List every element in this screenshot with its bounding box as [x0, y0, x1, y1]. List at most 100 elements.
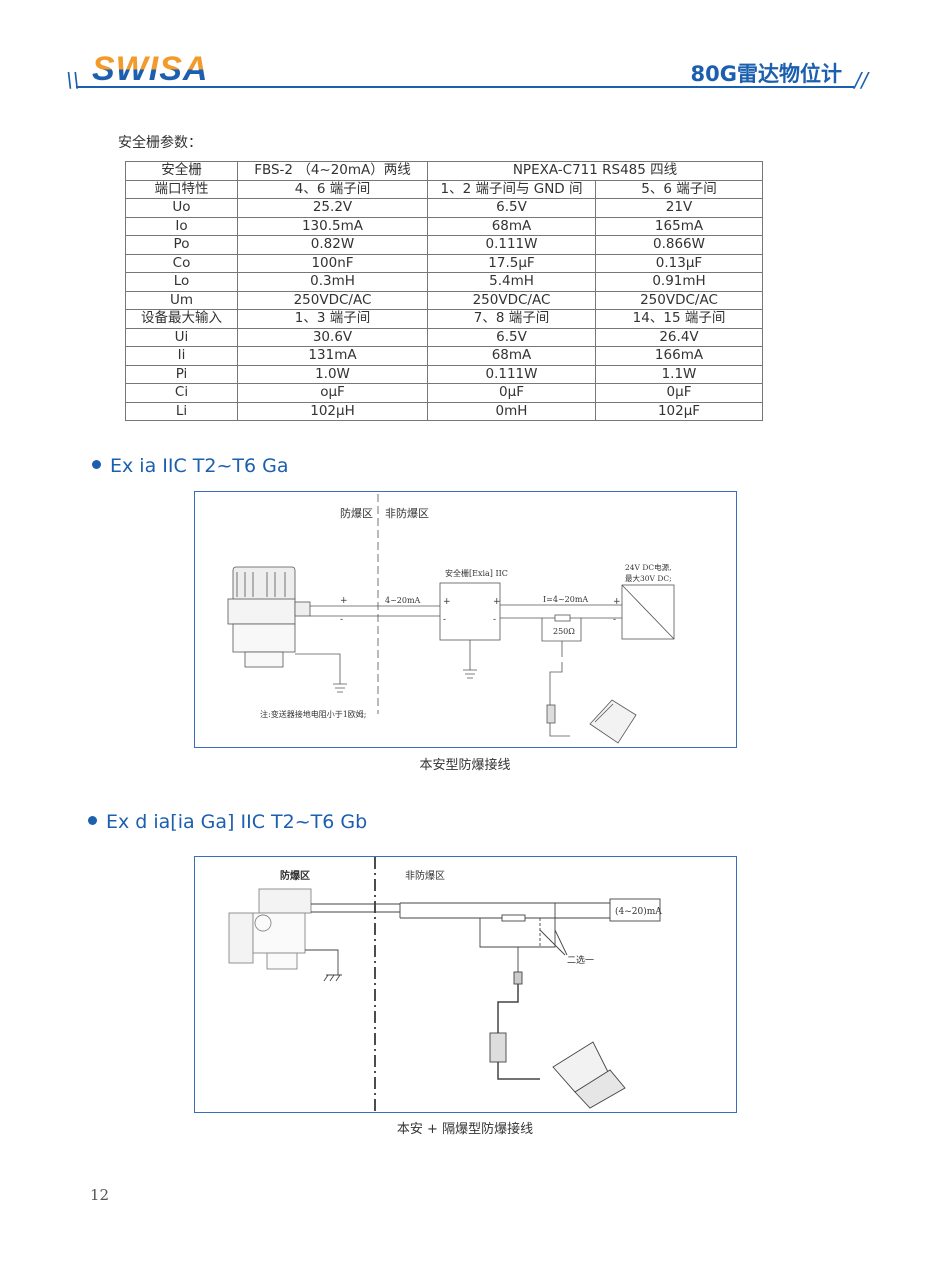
- parameter-name-cell: Li: [125, 401, 238, 421]
- minus-label: -: [443, 615, 446, 625]
- power-label-1: 24V DC电源,: [625, 562, 671, 572]
- parameter-value-cell: 250VDC/AC: [427, 290, 596, 310]
- zone-hazard-label: 防爆区: [280, 869, 310, 882]
- parameter-value-cell: 6.5V: [427, 327, 596, 347]
- parameter-value-cell: 0μF: [427, 383, 596, 403]
- parameter-value-cell: 102μF: [595, 401, 763, 421]
- parameter-value-cell: 0mH: [427, 401, 596, 421]
- parameter-value-cell: 1.0W: [237, 364, 428, 384]
- hart-modem-icon: [546, 704, 556, 724]
- power-supply-box: [621, 584, 675, 640]
- parameter-value-cell: 0.111W: [427, 235, 596, 255]
- table-header-cell: 安全栅: [125, 161, 238, 181]
- parameter-value-cell: 0μF: [595, 383, 763, 403]
- parameter-value-cell: 0.13μF: [595, 253, 763, 273]
- parameter-value-cell: 68mA: [427, 346, 596, 366]
- usb-modem-icon: [489, 1032, 507, 1063]
- parameter-name-cell: Io: [125, 216, 238, 236]
- parameter-value-cell: 26.4V: [595, 327, 763, 347]
- header-divider: [76, 86, 854, 88]
- parameter-value-cell: 30.6V: [237, 327, 428, 347]
- minus-label: -: [340, 615, 343, 625]
- parameter-value-cell: 166mA: [595, 346, 763, 366]
- parameter-name-cell: Ci: [125, 383, 238, 403]
- wiring-diagram-flameproof: 防爆区 非防爆区 (4~20)mA 二选一: [194, 856, 737, 1113]
- bullet-icon: [88, 816, 97, 825]
- zone-hazard-label: 防爆区: [340, 506, 373, 520]
- parameter-value-cell: 0.91mH: [595, 272, 763, 292]
- laptop-icon: [552, 1041, 626, 1109]
- table-header-cell: FBS-2 （4~20mA）两线: [237, 161, 428, 181]
- parameter-value-cell: oμF: [237, 383, 428, 403]
- parameter-value-cell: 7、8 端子间: [427, 309, 596, 329]
- ground-icon: [333, 683, 347, 693]
- resistor-icon: [554, 614, 571, 622]
- plus-label: +: [613, 597, 621, 607]
- parameter-value-cell: 0.3mH: [237, 272, 428, 292]
- parameter-value-cell: 17.5μF: [427, 253, 596, 273]
- barrier-label: 安全栅[Exia] IIC: [445, 568, 508, 578]
- parameter-value-cell: 0.82W: [237, 235, 428, 255]
- resistor-label: 250Ω: [553, 627, 575, 636]
- section-heading-d-ia: Ex d ia[ia Ga] IIC T2~T6 Gb: [88, 811, 367, 833]
- parameter-name-cell: Um: [125, 290, 238, 310]
- parameter-value-cell: 68mA: [427, 216, 596, 236]
- plus-label: +: [340, 596, 348, 606]
- parameter-value-cell: 25.2V: [237, 198, 428, 218]
- parameter-name-cell: 设备最大输入: [125, 309, 238, 329]
- parameter-name-cell: 端口特性: [125, 179, 238, 199]
- brand-logo: SWISA: [92, 50, 209, 88]
- parameter-value-cell: 1、3 端子间: [237, 309, 428, 329]
- power-label-2: 最大30V DC;: [625, 573, 672, 583]
- parameter-name-cell: Lo: [125, 272, 238, 292]
- parameter-value-cell: 102μH: [237, 401, 428, 421]
- parameter-value-cell: 1、2 端子间与 GND 间: [427, 179, 596, 199]
- grounding-note: 注:变送器接地电阻小于1欧姆;: [260, 709, 366, 719]
- parameter-value-cell: 0.866W: [595, 235, 763, 255]
- barrier-parameter-table: 安全栅 FBS-2 （4~20mA）两线 NPEXA-C711 RS485 四线…: [125, 161, 763, 421]
- resistor-icon: [501, 914, 526, 922]
- ground-icon: [305, 949, 342, 982]
- section-label: 安全栅参数：: [118, 135, 202, 151]
- parameter-name-cell: Co: [125, 253, 238, 273]
- bullet-icon: [92, 460, 101, 469]
- radar-transmitter-icon: [228, 888, 312, 970]
- connector-icon: [513, 971, 523, 985]
- header-decoration: //: [854, 68, 868, 92]
- parameter-name-cell: Ui: [125, 327, 238, 347]
- signal-label: 4~20mA: [385, 596, 421, 605]
- parameter-value-cell: 5、6 端子间: [595, 179, 763, 199]
- zone-safe-label: 非防爆区: [385, 506, 429, 520]
- product-title: 80G雷达物位计: [690, 62, 842, 86]
- choose-one-label: 二选一: [567, 954, 594, 966]
- parameter-name-cell: Pi: [125, 364, 238, 384]
- current-label: I=4~20mA: [543, 595, 588, 604]
- parameter-name-cell: Po: [125, 235, 238, 255]
- wiring-diagram-intrinsic-safe: 防爆区 非防爆区 + - 4~20mA 安全栅[Exia] IIC + + - …: [194, 491, 737, 748]
- parameter-value-cell: 131mA: [237, 346, 428, 366]
- parameter-value-cell: 1.1W: [595, 364, 763, 384]
- diagram-caption: 本安 + 隔爆型防爆接线: [396, 1122, 534, 1137]
- parameter-value-cell: 100nF: [237, 253, 428, 273]
- plus-label: +: [493, 597, 501, 607]
- parameter-value-cell: 14、15 端子间: [595, 309, 763, 329]
- page-number: 12: [90, 1186, 110, 1204]
- parameter-value-cell: 250VDC/AC: [237, 290, 428, 310]
- parameter-value-cell: 21V: [595, 198, 763, 218]
- safety-barrier-box: [439, 582, 501, 641]
- diagram-caption: 本安型防爆接线: [419, 758, 511, 773]
- heading-text: Ex ia IIC T2~T6 Ga: [110, 455, 289, 477]
- table-header-row: 安全栅 FBS-2 （4~20mA）两线 NPEXA-C711 RS485 四线: [125, 161, 763, 181]
- parameter-name-cell: Ii: [125, 346, 238, 366]
- parameter-value-cell: 6.5V: [427, 198, 596, 218]
